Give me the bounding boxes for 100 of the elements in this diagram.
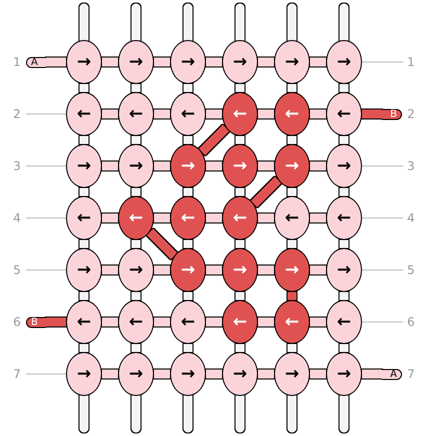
knot-oval: ←: [66, 92, 102, 136]
thread-strand: [46, 58, 66, 66]
knot-oval: ←: [274, 92, 310, 136]
thread-strand: [236, 136, 244, 144]
thread-strand: [250, 176, 282, 208]
knot-oval: →: [222, 248, 258, 292]
thread-strand: [258, 58, 274, 66]
knot-oval: ←: [222, 196, 258, 240]
thread-strand: [258, 318, 274, 326]
thread-strand: [184, 136, 192, 144]
row-number: 5: [12, 263, 22, 277]
thread-strand: [340, 84, 348, 92]
knot-oval: ←: [118, 300, 154, 344]
thread-strand: [236, 292, 244, 300]
thread-strand: [80, 292, 88, 300]
thread-strand: [310, 266, 326, 274]
thread-strand: [310, 58, 326, 66]
thread-strand: [206, 370, 222, 378]
thread-strand: [288, 344, 296, 352]
thread-strand: [288, 136, 296, 144]
thread-strand: [258, 214, 274, 222]
thread-strand: [340, 240, 348, 248]
knot-oval: ←: [66, 300, 102, 344]
knot-oval: →: [274, 40, 310, 84]
thread-strand: [236, 240, 244, 248]
knot-oval: ←: [274, 300, 310, 344]
thread-strand: [132, 292, 140, 300]
thread-strand: [132, 188, 140, 196]
thread-strand: [132, 344, 140, 352]
thread-strand: [206, 266, 222, 274]
thread-strand: [206, 318, 222, 326]
knot-oval: ←: [66, 196, 102, 240]
knot-oval: →: [222, 40, 258, 84]
thread-strand: [154, 266, 170, 274]
thread-strand: [184, 240, 192, 248]
knot-oval: ←: [326, 196, 362, 240]
knot-oval: →: [170, 144, 206, 188]
thread-strand: [80, 136, 88, 144]
row-number: 5: [406, 263, 416, 277]
knot-oval: →: [326, 144, 362, 188]
thread-strand: [102, 370, 118, 378]
knot-oval: ←: [118, 196, 154, 240]
row-number: 3: [12, 159, 22, 173]
thread-strand: [102, 110, 118, 118]
row-number: 6: [406, 315, 416, 329]
thread-strand: [184, 292, 192, 300]
thread-strand: [206, 58, 222, 66]
thread-strand: [362, 370, 382, 378]
knot-oval: →: [326, 40, 362, 84]
thread-strand: [340, 136, 348, 144]
knot-oval: →: [118, 352, 154, 396]
thread-strand: [258, 162, 274, 170]
knot-oval: →: [274, 144, 310, 188]
knot-oval: ←: [222, 92, 258, 136]
knot-oval: →: [326, 352, 362, 396]
knot-oval: →: [118, 144, 154, 188]
knot-oval: ←: [118, 92, 154, 136]
knot-oval: →: [118, 248, 154, 292]
thread-strand: [80, 240, 88, 248]
thread-strand: [154, 162, 170, 170]
knot-oval: ←: [170, 196, 206, 240]
thread-strand: [198, 124, 230, 156]
knot-oval: →: [222, 352, 258, 396]
knot-oval: →: [326, 248, 362, 292]
thread-strand: [154, 318, 170, 326]
thread-strand: [258, 370, 274, 378]
thread-strand: [206, 110, 222, 118]
knot-oval: ←: [170, 300, 206, 344]
knot-oval: →: [66, 144, 102, 188]
row-number: 2: [12, 107, 22, 121]
knot-oval: →: [222, 144, 258, 188]
strand-end-tag: A: [26, 56, 46, 68]
thread-strand: [258, 110, 274, 118]
thread-strand: [80, 188, 88, 196]
thread-strand: [146, 228, 178, 260]
row-number: 2: [406, 107, 416, 121]
thread-strand: [206, 214, 222, 222]
thread-strand: [184, 84, 192, 92]
thread-strand: [288, 240, 296, 248]
row-number: 6: [12, 315, 22, 329]
knot-oval: →: [274, 248, 310, 292]
thread-strand: [236, 344, 244, 352]
thread-strand: [310, 162, 326, 170]
row-number: 7: [406, 367, 416, 381]
thread-strand: [132, 136, 140, 144]
thread-strand: [310, 214, 326, 222]
thread-strand: [46, 318, 66, 326]
thread-strand: [206, 162, 222, 170]
thread-strand: [102, 58, 118, 66]
thread-strand: [258, 266, 274, 274]
thread-strand: [236, 188, 244, 196]
knot-oval: →: [66, 352, 102, 396]
thread-strand: [288, 84, 296, 92]
thread-strand: [80, 344, 88, 352]
thread-strand: [340, 292, 348, 300]
knot-oval: →: [170, 40, 206, 84]
knot-oval: →: [170, 248, 206, 292]
thread-strand: [102, 162, 118, 170]
thread-strand: [132, 240, 140, 248]
knot-oval: →: [118, 40, 154, 84]
